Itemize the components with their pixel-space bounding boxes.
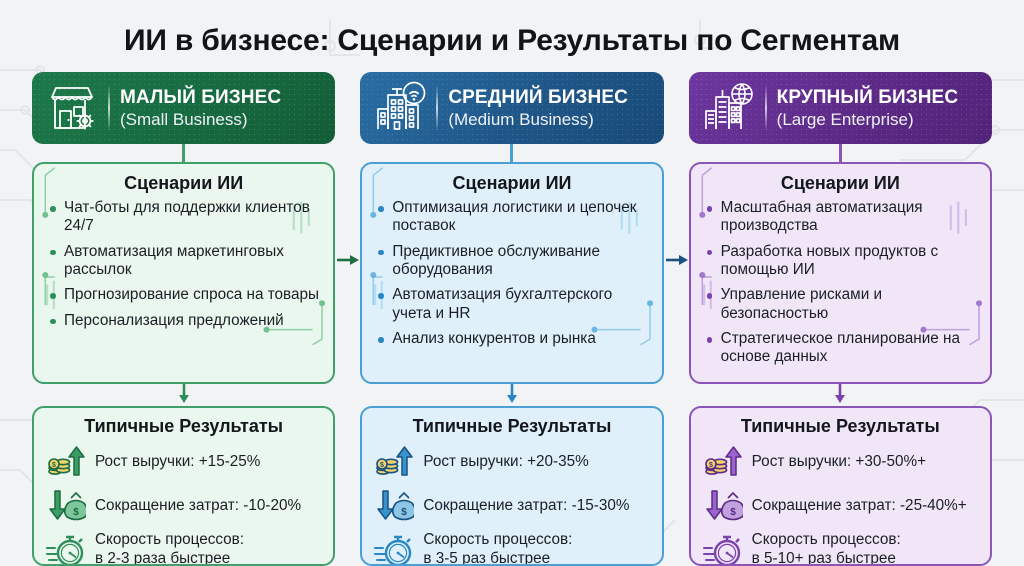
segment-title: МАЛЫЙ БИЗНЕС bbox=[120, 87, 282, 109]
segment-header-medium-business[interactable]: СРЕДНИЙ БИЗНЕС (Medium Business) bbox=[360, 72, 664, 144]
result-row-cost: $ Сокращение затрат: -15-30% bbox=[374, 487, 649, 525]
scenarios-list: Масштабная автоматизация производства Ра… bbox=[704, 199, 977, 367]
scenario-item: Управление рисками и безопасностью bbox=[704, 286, 977, 323]
column-gap-2 bbox=[664, 72, 689, 566]
svg-text:$: $ bbox=[402, 507, 408, 518]
stopwatch-icon bbox=[702, 535, 740, 564]
results-heading: Типичные Результаты bbox=[740, 415, 940, 436]
results-box-medium-business: Типичные Результаты $ bbox=[360, 405, 664, 566]
result-row-revenue: $ Рост выручки: +30-50%+ bbox=[703, 443, 978, 481]
flow-arrow-medium-to-large bbox=[665, 255, 688, 265]
scenario-item: Оптимизация логистики и цепочек поставок bbox=[375, 199, 648, 236]
scenarios-heading: Сценарии ИИ bbox=[124, 173, 244, 193]
scenario-item: Разработка новых продуктов с помощью ИИ bbox=[704, 243, 977, 280]
flow-arrow-small-to-medium bbox=[337, 255, 360, 265]
connector-scenarios-to-results bbox=[689, 383, 992, 406]
skyscrapers-globe-icon bbox=[704, 83, 753, 129]
scenario-item: Стратегическое планирование на основе да… bbox=[704, 330, 977, 367]
result-row-revenue: $ Рост выручки: +20-35% bbox=[374, 443, 649, 481]
result-text: Скорость процессов:в 3-5 раз быстрее bbox=[423, 531, 573, 566]
results-box-small-business: Типичные Результаты $ bbox=[32, 405, 336, 566]
segments-container: МАЛЫЙ БИЗНЕС (Small Business) bbox=[32, 72, 992, 566]
cost-reduction-icon: $ bbox=[377, 490, 415, 521]
svg-text:$: $ bbox=[52, 462, 56, 469]
segment-column-medium-business: СРЕДНИЙ БИЗНЕС (Medium Business) bbox=[360, 72, 664, 566]
result-text: Скорость процессов:в 5-10+ раз быстрее bbox=[751, 531, 901, 566]
result-row-speed: Скорость процессов:в 3-5 раз быстрее bbox=[374, 531, 649, 566]
storefront-gear-icon bbox=[51, 87, 94, 130]
segment-title: КРУПНЫЙ БИЗНЕС bbox=[776, 87, 959, 109]
cost-reduction-icon: $ bbox=[705, 490, 743, 521]
segment-column-small-business: МАЛЫЙ БИЗНЕС (Small Business) bbox=[32, 72, 336, 566]
segment-header-small-business[interactable]: МАЛЫЙ БИЗНЕС (Small Business) bbox=[32, 72, 336, 144]
header-divider bbox=[108, 85, 110, 131]
connector-header-to-scenarios bbox=[32, 144, 335, 162]
results-heading: Типичные Результаты bbox=[412, 415, 612, 436]
results-box-large-enterprise: Типичные Результаты $ bbox=[688, 405, 992, 566]
cost-reduction-icon: $ bbox=[49, 490, 86, 521]
office-buildings-wifi-icon bbox=[377, 81, 426, 130]
scenario-item: Предиктивное обслуживание оборудования bbox=[375, 243, 648, 280]
revenue-growth-icon: $ bbox=[376, 446, 414, 476]
scenario-item: Автоматизация бухгалтерского учета и HR bbox=[375, 286, 648, 323]
scenario-item: Прогнозирование спроса на товары bbox=[47, 286, 320, 304]
scenario-item: Масштабная автоматизация производства bbox=[704, 199, 977, 236]
result-row-speed: Скорость процессов:в 2-3 раза быстрее bbox=[46, 531, 321, 566]
revenue-growth-icon: $ bbox=[48, 446, 85, 476]
segment-header-large-enterprise[interactable]: КРУПНЫЙ БИЗНЕС (Large Enterprise) bbox=[688, 72, 992, 144]
down-arrow-icon bbox=[506, 383, 517, 403]
segment-subtitle: (Large Enterprise) bbox=[776, 109, 914, 129]
down-arrow-icon bbox=[178, 383, 189, 403]
connector-header-to-scenarios bbox=[360, 144, 663, 162]
result-row-cost: $ Сокращение затрат: -10-20% bbox=[46, 487, 321, 525]
down-arrow-icon bbox=[835, 383, 846, 403]
result-text: Сокращение затрат: -25-40%+ bbox=[751, 496, 967, 514]
revenue-growth-icon: $ bbox=[704, 446, 742, 476]
scenarios-box-medium-business: Сценарии ИИ Оптимизация логистики и цепо… bbox=[360, 162, 664, 384]
scenario-item: Автоматизация маркетинговых рассылок bbox=[47, 243, 320, 280]
segment-column-large-enterprise: КРУПНЫЙ БИЗНЕС (Large Enterprise) bbox=[688, 72, 992, 566]
result-text: Рост выручки: +30-50%+ bbox=[751, 452, 927, 470]
scenario-item: Персонализация предложений bbox=[47, 312, 320, 330]
result-text: Рост выручки: +15-25% bbox=[95, 452, 261, 470]
scenarios-heading: Сценарии ИИ bbox=[452, 173, 572, 193]
result-text: Сокращение затрат: -15-30% bbox=[423, 496, 630, 514]
result-text: Рост выручки: +20-35% bbox=[423, 452, 589, 470]
segment-subtitle: (Medium Business) bbox=[448, 109, 594, 129]
column-gap-1 bbox=[335, 72, 360, 566]
connector-scenarios-to-results bbox=[360, 383, 663, 406]
results-heading: Типичные Результаты bbox=[84, 415, 284, 436]
connector-scenarios-to-results bbox=[32, 383, 335, 406]
result-text: Сокращение затрат: -10-20% bbox=[95, 496, 302, 514]
header-divider bbox=[436, 85, 439, 131]
connector-header-to-scenarios bbox=[689, 144, 992, 162]
scenarios-heading: Сценарии ИИ bbox=[780, 173, 900, 193]
page-title: ИИ в бизнесе: Сценарии и Результаты по С… bbox=[123, 24, 901, 57]
stopwatch-icon bbox=[46, 535, 84, 564]
result-row-revenue: $ Рост выручки: +15-25% bbox=[46, 443, 321, 481]
result-text: Скорость процессов:в 2-3 раза быстрее bbox=[95, 531, 245, 566]
result-row-cost: $ Сокращение затрат: -25-40%+ bbox=[703, 487, 978, 525]
scenarios-box-large-enterprise: Сценарии ИИ Масштабная автоматизация про… bbox=[688, 162, 992, 384]
svg-text:$: $ bbox=[380, 462, 384, 469]
svg-text:$: $ bbox=[709, 462, 713, 469]
scenario-item: Анализ конкурентов и рынка bbox=[375, 330, 648, 348]
svg-text:$: $ bbox=[73, 507, 79, 518]
segment-subtitle: (Small Business) bbox=[120, 109, 248, 129]
header-divider bbox=[764, 85, 767, 131]
result-row-speed: Скорость процессов:в 5-10+ раз быстрее bbox=[702, 531, 978, 566]
scenarios-list: Оптимизация логистики и цепочек поставок… bbox=[375, 199, 648, 348]
segment-title: СРЕДНИЙ БИЗНЕС bbox=[448, 87, 628, 109]
scenarios-box-small-business: Сценарии ИИ Чат-боты для поддержки клиен… bbox=[32, 162, 336, 384]
scenario-item: Чат-боты для поддержки клиентов 24/7 bbox=[47, 199, 320, 236]
svg-text:$: $ bbox=[730, 507, 736, 518]
stopwatch-icon bbox=[374, 535, 412, 564]
scenarios-list: Чат-боты для поддержки клиентов 24/7 Авт… bbox=[47, 199, 320, 330]
